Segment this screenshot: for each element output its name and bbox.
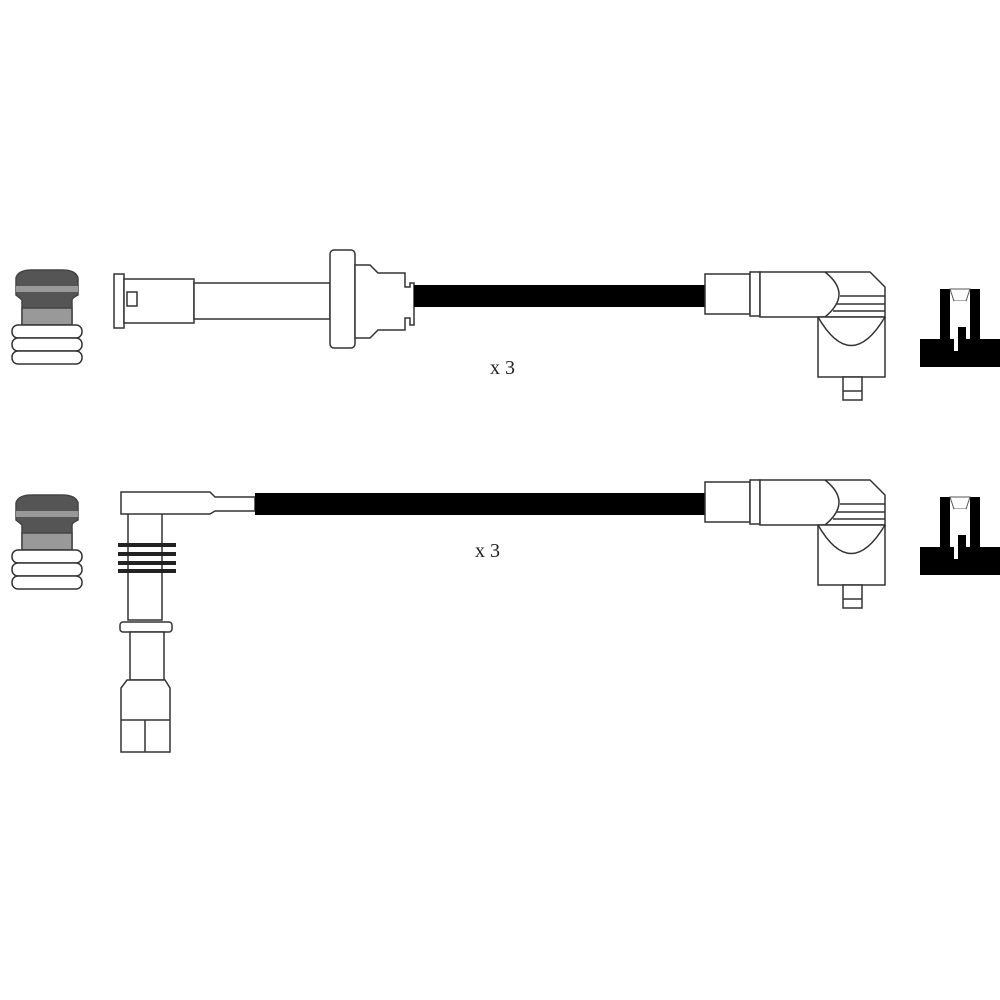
straight-plug-boot <box>113 249 415 349</box>
distributor-cap-icon <box>919 496 1000 576</box>
spark-plug-icon <box>11 269 83 365</box>
quantity-label: x 3 <box>475 540 500 562</box>
quantity-label: x 3 <box>490 357 515 379</box>
angled-plug-boot <box>118 491 256 753</box>
spark-plug-icon <box>11 494 83 590</box>
coil-elbow-boot <box>704 271 886 401</box>
coil-elbow-boot <box>704 479 886 609</box>
cable <box>414 285 706 307</box>
distributor-cap-icon <box>919 288 1000 368</box>
cable <box>255 493 706 515</box>
row-1 <box>11 249 1000 401</box>
row-2 <box>11 479 1000 753</box>
